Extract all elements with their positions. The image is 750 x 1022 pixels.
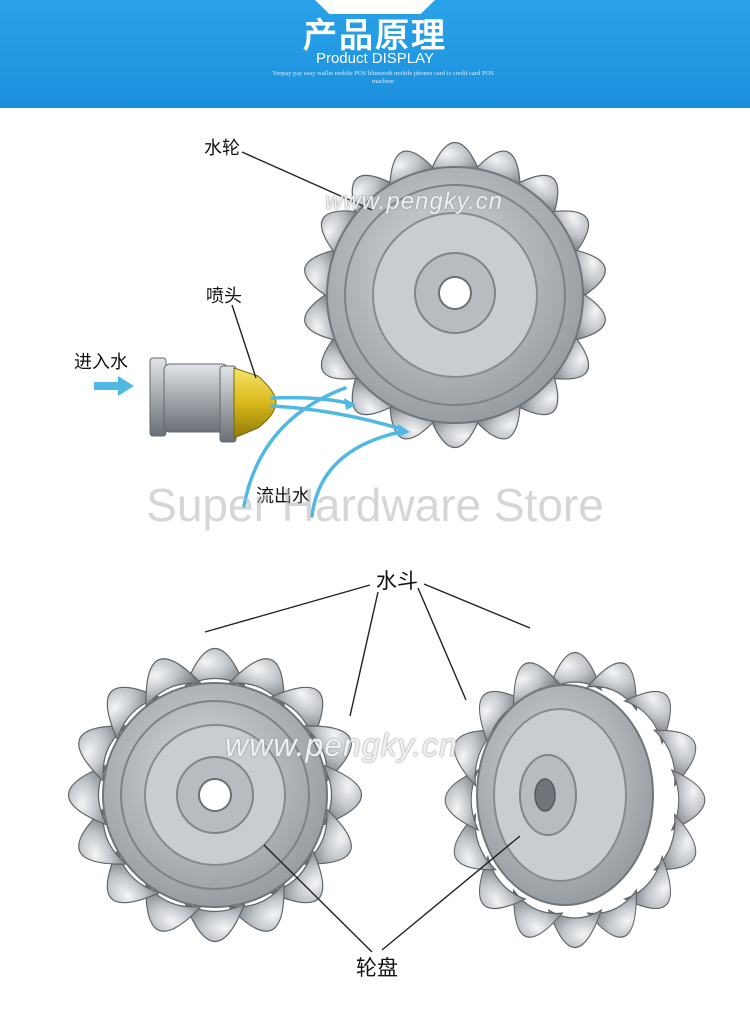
bottom-left-wheel-disc — [102, 682, 328, 908]
label-nozzle: 喷头 — [206, 286, 242, 307]
label-bucket: 水斗 — [376, 569, 418, 593]
water-in-arrow-icon — [94, 376, 134, 396]
label-disc: 轮盘 — [356, 956, 398, 980]
label-water-out: 流出水 — [256, 486, 310, 507]
top-leader-lines — [231, 151, 373, 379]
water-flow — [242, 386, 406, 518]
nozzle-body — [149, 357, 237, 443]
page-tagline: Yeepay pay easy wallet mobile POS blueto… — [272, 70, 494, 85]
page-subtitle: Product DISPLAY — [315, 50, 435, 67]
label-water-in: 进入水 — [74, 352, 128, 373]
watermark-url-top: www.pengky.cn — [325, 188, 503, 215]
label-water-wheel: 水轮 — [204, 138, 240, 159]
nozzle-tip — [233, 367, 277, 439]
top-wheel-disc — [326, 166, 584, 424]
watermark-store: Super Hardware Store — [146, 479, 604, 531]
watermark-url-bottom: www.pengky.cn — [225, 727, 458, 763]
header-notch — [315, 0, 435, 14]
header-banner: 产品原理 Product DISPLAY Yeepay pay easy wal… — [0, 0, 750, 108]
bottom-left-wheel-buckets — [67, 647, 363, 943]
bottom-right-wheel-disc — [476, 684, 654, 906]
bottom-right-wheel-buckets — [444, 652, 706, 948]
page-title: 产品原理 — [303, 16, 447, 56]
bottom-leader-lines — [204, 583, 531, 953]
water-flow-arrowheads — [344, 398, 410, 437]
